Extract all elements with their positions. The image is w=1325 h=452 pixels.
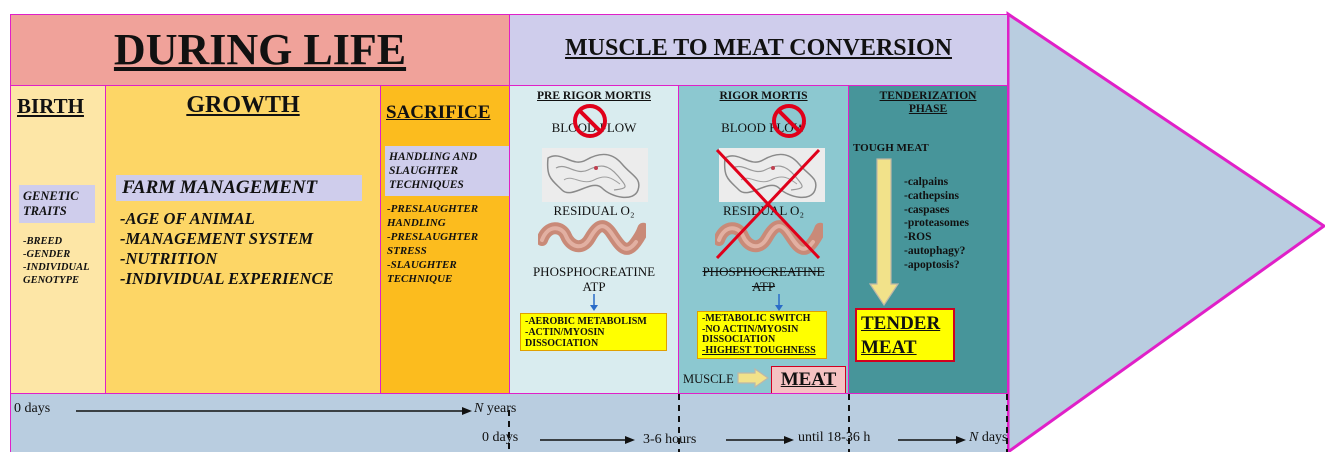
enzyme-item: -proteasomes <box>904 217 969 231</box>
timeline-t3-n: N <box>969 430 978 445</box>
growth-item: -NUTRITION <box>120 249 380 269</box>
timeline-start: 0 days <box>14 401 50 417</box>
enzyme-item: -ROS <box>904 231 969 245</box>
header-during-life: DURING LIFE <box>10 14 510 86</box>
enzyme-item: -cathepsins <box>904 190 969 204</box>
timeline-t3: N days <box>969 430 1008 446</box>
muscle-tissue-image <box>542 148 648 202</box>
birth-item-list: -BREED -GENDER -INDIVIDUAL GENOTYPE <box>23 235 105 287</box>
rigor-yellow-box: -METABOLIC SWITCH -NO ACTIN/MYOSIN DISSO… <box>697 311 827 359</box>
pre-rigor-column: PRE RIGOR MORTIS BLOOD FLOW RESIDUAL O₂ … <box>509 85 679 394</box>
enzyme-item: -apoptosis? <box>904 259 969 273</box>
handling-box: HANDLING AND SLAUGHTER TECHNIQUES <box>385 146 511 196</box>
birth-item: -INDIVIDUAL <box>23 261 105 274</box>
header-muscle-to-meat: MUSCLE TO MEAT CONVERSION <box>509 14 1008 86</box>
big-arrow <box>1000 0 1325 452</box>
birth-item: -BREED <box>23 235 105 248</box>
sacrifice-column: SACRIFICE HANDLING AND SLAUGHTER TECHNIQ… <box>380 85 510 394</box>
muscle-label: MUSCLE <box>683 372 734 387</box>
rigor-box-line: DISSOCIATION <box>702 335 822 346</box>
timeline-end-n: N <box>474 401 483 416</box>
pre-rigor-box-line: DISSOCIATION <box>525 338 662 349</box>
cross-out-icon <box>713 146 823 262</box>
rigor-box-line: -METABOLIC SWITCH <box>702 314 822 325</box>
farm-management-box: FARM MANAGEMENT <box>116 175 362 201</box>
timeline-t3-unit: days <box>982 430 1008 445</box>
sacrifice-item: HANDLING <box>387 216 509 230</box>
growth-title: GROWTH <box>106 92 380 119</box>
birth-column: BIRTH GENETIC TRAITS -BREED -GENDER -IND… <box>10 85 106 394</box>
enzyme-item: -autophagy? <box>904 245 969 259</box>
timeline-t1: 3-6 hours <box>643 432 696 448</box>
sacrifice-item: TECHNIQUE <box>387 272 509 286</box>
timeline-t2: until 18-36 h <box>798 430 870 446</box>
timeline-lines <box>0 390 1040 452</box>
right-arrow-icon <box>737 368 769 388</box>
rigor-phospho: PHOSPHOCREATINE <box>679 264 848 280</box>
during-life-title: DURING LIFE <box>11 15 509 85</box>
down-arrow-icon <box>588 294 600 312</box>
down-arrow-icon <box>773 294 785 312</box>
muscle-to-meat-title: MUSCLE TO MEAT CONVERSION <box>510 15 1007 81</box>
genetic-traits-box: GENETIC TRAITS <box>19 185 95 223</box>
tender-meat-box: TENDER MEAT <box>855 308 955 362</box>
tough-meat-label: TOUGH MEAT <box>853 142 929 154</box>
timeline-end-unit: years <box>487 401 517 416</box>
rigor-atp: ATP <box>679 279 848 295</box>
birth-title: BIRTH <box>17 94 105 119</box>
growth-item-list: -AGE OF ANIMAL -MANAGEMENT SYSTEM -NUTRI… <box>120 209 380 289</box>
sacrifice-item: -PRESLAUGHTER <box>387 202 509 216</box>
enzyme-item: -caspases <box>904 204 969 218</box>
enzyme-list: -calpains -cathepsins -caspases -proteas… <box>904 176 969 273</box>
pre-rigor-atp: ATP <box>510 279 678 295</box>
timeline-end: N years <box>474 401 516 417</box>
growth-item: -INDIVIDUAL EXPERIENCE <box>120 269 380 289</box>
down-arrow-icon <box>869 158 899 306</box>
sacrifice-item: -PRESLAUGHTER <box>387 230 509 244</box>
pre-rigor-residual: RESIDUAL O₂ <box>510 203 678 219</box>
rigor-column: RIGOR MORTIS BLOOD FLOW RESIDUAL O₂ PHOS… <box>678 85 849 394</box>
tender-title: TENDERIZATION PHASE <box>869 90 987 116</box>
sacrifice-item: STRESS <box>387 244 509 258</box>
sacrifice-title: SACRIFICE <box>386 102 509 124</box>
birth-item: -GENDER <box>23 248 105 261</box>
meat-label: MEAT <box>781 369 837 390</box>
no-sign-icon <box>771 103 807 139</box>
growth-item: -MANAGEMENT SYSTEM <box>120 229 380 249</box>
rigor-box-line: -HIGHEST TOUGHNESS <box>702 346 822 357</box>
growth-column: GROWTH FARM MANAGEMENT -AGE OF ANIMAL -M… <box>105 85 381 394</box>
rigor-title: RIGOR MORTIS <box>679 90 848 102</box>
pre-rigor-title: PRE RIGOR MORTIS <box>510 90 678 102</box>
pre-rigor-box-line: -ACTIN/MYOSIN <box>525 327 662 338</box>
blood-vessel-image <box>538 218 646 262</box>
sacrifice-item-list: -PRESLAUGHTER HANDLING -PRESLAUGHTER STR… <box>387 202 509 286</box>
enzyme-item: -calpains <box>904 176 969 190</box>
pre-rigor-box-line: -AEROBIC METABOLISM <box>525 316 662 327</box>
no-sign-icon <box>572 103 608 139</box>
tender-meat-label: TENDER MEAT <box>861 312 945 360</box>
pre-rigor-yellow-box: -AEROBIC METABOLISM -ACTIN/MYOSIN DISSOC… <box>520 313 667 351</box>
tender-column: TENDERIZATION PHASE TOUGH MEAT -calpains… <box>848 85 1008 394</box>
growth-item: -AGE OF ANIMAL <box>120 209 380 229</box>
pre-rigor-phospho: PHOSPHOCREATINE <box>510 264 678 280</box>
birth-item: GENOTYPE <box>23 274 105 287</box>
timeline-t0: 0 days <box>482 430 518 446</box>
sacrifice-item: -SLAUGHTER <box>387 258 509 272</box>
rigor-blood-flow: BLOOD FLOW <box>679 120 848 136</box>
